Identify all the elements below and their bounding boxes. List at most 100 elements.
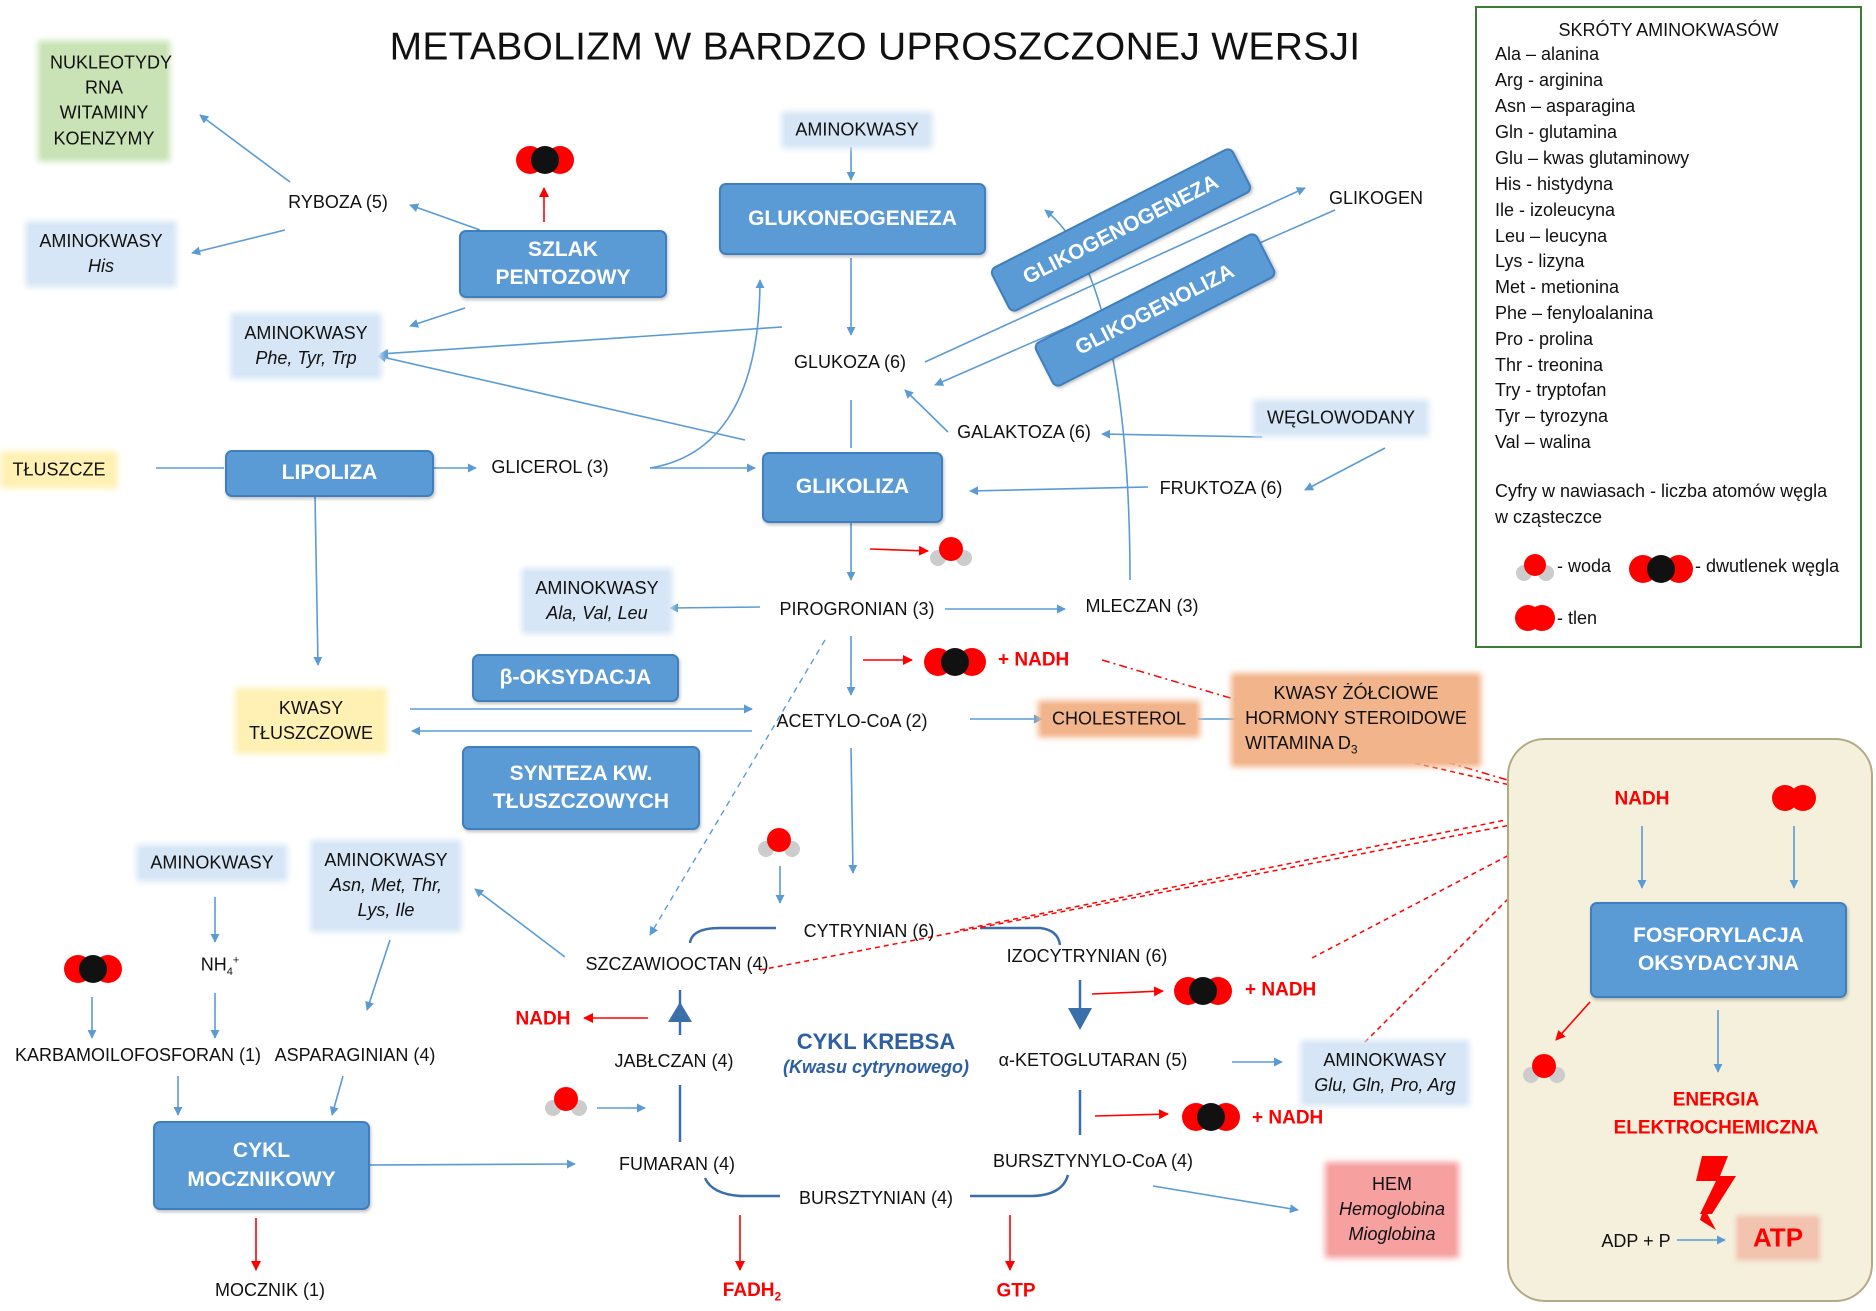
pyruvate-label: PIROGRONIAN (3) xyxy=(779,599,935,620)
aspartate-label: ASPARAGINIAN (4) xyxy=(274,1045,436,1066)
aa-top-box: AMINOKWASY xyxy=(785,115,929,145)
krebs-cycle-ring xyxy=(678,926,1082,1198)
carbohydrates-box: WĘGLOWODANY xyxy=(1256,403,1426,433)
fumarate-label: FUMARAN (4) xyxy=(619,1154,735,1175)
urea-cycle-line2: MOCZNIKOWY xyxy=(187,1167,336,1191)
glycogen-label: GLIKOGEN xyxy=(1328,188,1424,209)
arrow-lipolysis-to-fattyacids xyxy=(313,494,323,666)
fructose-label: FRUKTOZA (6) xyxy=(1159,478,1283,499)
steroids-box: KWASY ŻÓŁCIOWE HORMONY STEROIDOWE WITAMI… xyxy=(1235,677,1477,763)
nh4-label: NH4+ xyxy=(201,955,240,980)
aa-his-label: AMINOKWASY xyxy=(39,230,163,251)
arrow-aspartate-to-urea xyxy=(329,1075,344,1116)
co2-molecule-icon xyxy=(1629,555,1693,583)
red-arrows xyxy=(251,187,1591,1271)
alpha-ketoglutarate-label: α-KETOGLUTARAN (5) xyxy=(998,1050,1188,1071)
arrow-akg-co2 xyxy=(1094,1109,1169,1120)
arrow-glycogenesis xyxy=(924,187,1306,363)
arrow-carbs-to-galactose xyxy=(1101,429,1263,439)
legend-co2: - dwutlenek węgla xyxy=(1695,556,1840,576)
arrow-succinylcoa-to-heme xyxy=(1152,1185,1299,1214)
carbamoyl-phosphate-label: KARBAMOILOFOSFORAN (1) xyxy=(14,1045,262,1066)
fatty-acid-synthesis-box: SYNTEZA KW.TŁUSZCZOWYCH xyxy=(462,746,700,830)
nadh-mito-label: NADH xyxy=(1614,788,1670,810)
legend-note-line2: w cząsteczce xyxy=(1495,507,1603,527)
page-title: METABOLIZM W BARDZO UPROSZCZONEJ WERSJI xyxy=(389,25,1361,69)
co2-molecule-icon xyxy=(64,955,122,983)
legend-heading: SKRÓTY AMINOKWASÓW xyxy=(1558,20,1779,40)
nucleotides-line4: KOENZYMY xyxy=(53,128,155,149)
legend-item: Ile - izoleucyna xyxy=(1495,200,1616,220)
legend-item: Val – walina xyxy=(1495,432,1591,452)
legend-item: Gln - glutamina xyxy=(1495,122,1618,142)
krebs-arrowhead-up xyxy=(668,1002,692,1022)
aa-asn-detail-1: Asn, Met, Thr, xyxy=(329,875,443,896)
water-molecule-icon xyxy=(1516,554,1554,581)
heme-box: HEM Hemoglobina Mioglobina xyxy=(1328,1166,1456,1254)
co2-molecule-icon xyxy=(1174,977,1232,1005)
nadh-malate-label: NADH xyxy=(515,1008,571,1030)
gtp-label: GTP xyxy=(996,1280,1036,1302)
beta-oxidation-box: β-OKSYDACJA xyxy=(472,654,679,702)
legend-note-line1: Cyfry w nawiasach - liczba atomów węgla xyxy=(1495,481,1828,501)
nh4-text: NH xyxy=(200,954,227,975)
co2-molecule-icon xyxy=(516,146,574,174)
arrow-glycolysis-to-aa-arom xyxy=(377,353,746,441)
legend-item: Pro - prolina xyxy=(1495,329,1594,349)
nucleotides-line1: NUKLEOTYDY xyxy=(50,52,173,73)
legend-item: Met - metionina xyxy=(1495,277,1620,297)
nadh-pyruvate-label: + NADH xyxy=(998,649,1070,671)
aa-asn-box: AMINOKWASY Asn, Met, Thr, Lys, Ile xyxy=(314,844,458,928)
fadh-sub: 2 xyxy=(774,1289,782,1304)
arrow-urea-to-fumarate xyxy=(369,1159,576,1169)
nucleotides-box: NUKLEOTYDY RNA WITAMINY KOENZYMY xyxy=(42,44,173,158)
krebs-cycle-title: CYKL KREBSA xyxy=(796,1028,956,1054)
steroids-line1: KWASY ŻÓŁCIOWE xyxy=(1273,683,1439,704)
oxphos-line2: OKSYDACYJNA xyxy=(1637,952,1799,975)
nadh-akg-label: + NADH xyxy=(1252,1107,1324,1129)
legend-item: Arg - arginina xyxy=(1495,70,1604,90)
legend-item: Ala – alanina xyxy=(1495,44,1600,64)
aa-asn-detail-2: Lys, Ile xyxy=(357,900,415,921)
heme-line3: Mioglobina xyxy=(1348,1224,1436,1245)
legend-oxygen: - tlen xyxy=(1557,608,1598,628)
legend-item: Lys - lizyna xyxy=(1495,251,1585,271)
oxidative-phosphorylation-box: FOSFORYLACJA OKSYDACYJNA xyxy=(1590,902,1847,998)
energy-line2: ELEKTROCHEMICZNA xyxy=(1613,1117,1819,1139)
atp-label: ATP xyxy=(1738,1218,1818,1258)
fatty-acids-line1: KWASY xyxy=(278,697,344,718)
oxphos-line1: FOSFORYLACJA xyxy=(1633,923,1804,947)
pentose-line1: SZLAK xyxy=(527,237,598,261)
malate-label: JABŁCZAN (4) xyxy=(614,1051,734,1072)
heme-line2: Hemoglobina xyxy=(1338,1199,1446,1220)
fats-box: TŁUSZCZE xyxy=(4,455,114,485)
legend-item: Glu – kwas glutaminowy xyxy=(1495,148,1690,168)
arrow-aa-to-aspartate xyxy=(365,939,391,1011)
lipolysis-box: LIPOLIZA xyxy=(225,450,434,497)
arrow-fructose-to-glycolysis xyxy=(969,486,1149,496)
legend-water: - woda xyxy=(1557,556,1612,576)
arrow-ribose-to-his xyxy=(191,229,286,256)
urea-cycle-line1: CYKL xyxy=(232,1139,291,1163)
fadh2-label: FADH2 xyxy=(723,1280,781,1304)
aa-arom-detail: Phe, Tyr, Trp xyxy=(255,348,357,368)
arrow-isocitrate-co2 xyxy=(1091,986,1164,997)
fa-synthesis-line2: TŁUSZCZOWYCH xyxy=(492,790,670,813)
fatty-acids-line2: TŁUSZCZOWE xyxy=(249,723,373,743)
heme-line1: HEM xyxy=(1371,1174,1412,1195)
mitochondrion-panel xyxy=(1507,738,1873,1302)
fatty-acids-box: KWASY TŁUSZCZOWE xyxy=(239,691,383,751)
legend-item: Asn – asparagina xyxy=(1495,96,1636,116)
arrow-glucose-to-pentose xyxy=(379,326,783,358)
nucleotides-line2: RNA xyxy=(84,77,123,98)
nh4-sub: 4 xyxy=(226,966,233,979)
legend-item: Thr - treonina xyxy=(1495,355,1604,375)
arrow-pyruvate-to-aa xyxy=(669,603,761,613)
galactose-label: GALAKTOZA (6) xyxy=(957,422,1091,443)
legend-item: Tyr – tyrozyna xyxy=(1495,406,1609,426)
isocitrate-label: IZOCYTRYNIAN (6) xyxy=(1006,946,1168,967)
